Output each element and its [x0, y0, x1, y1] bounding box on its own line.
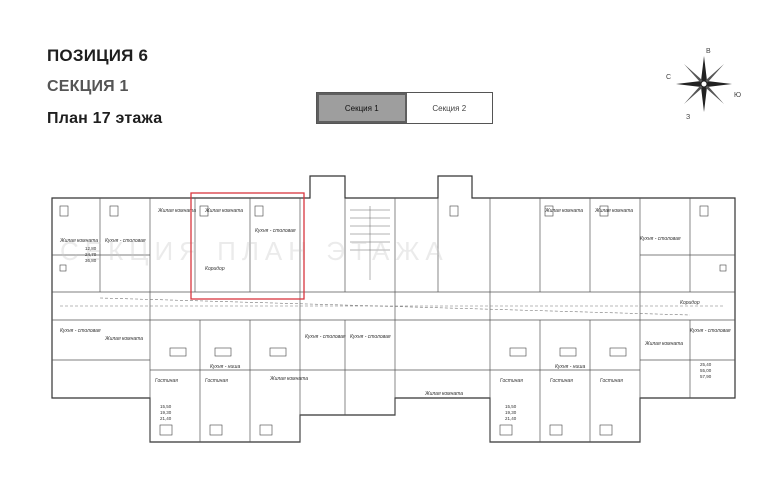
room-label: Кухня - столовая [640, 236, 681, 242]
room-label: Гостиная [500, 378, 523, 384]
room-label: Гостиная [205, 378, 228, 384]
compass-west-label: С [666, 74, 672, 81]
position-title: ПОЗИЦИЯ 6 [47, 46, 149, 65]
room-label: Гостиная [155, 378, 178, 384]
room-label: Кухня - столовая [255, 228, 296, 234]
svg-text:СЕКЦИЯ ПЛАН ЭТАЖА: СЕКЦИЯ ПЛАН ЭТАЖА [60, 236, 449, 266]
room-label: Гостиная [550, 378, 573, 384]
floor-plan-title: План 17 этажа [47, 110, 163, 127]
tab-section-1[interactable]: Секция 1 [317, 93, 407, 123]
room-label: Жилая комната [644, 341, 683, 347]
area-figure: 55,00 [700, 368, 712, 373]
area-figure: 21,40 [505, 416, 517, 421]
area-figure: 15,50 [160, 404, 172, 409]
area-figure: 12,80 [85, 246, 97, 251]
compass-rose-icon: В С Ю З [666, 48, 741, 121]
section-tabs: Секция 1 Секция 2 [316, 92, 493, 124]
selected-apartment-highlight[interactable] [190, 192, 305, 300]
area-figure: 25,40 [700, 362, 712, 367]
room-label: Кухня - столовая [60, 328, 101, 334]
room-label: Коридор [680, 300, 700, 306]
room-label: Жилая комната [157, 208, 196, 214]
room-label: Кухня - столовая [350, 334, 391, 340]
room-label: Коридор [205, 266, 225, 272]
room-label: Кухня - столовая [690, 328, 731, 334]
section-title: СЕКЦИЯ 1 [47, 78, 129, 95]
tab-section-2[interactable]: Секция 2 [432, 103, 467, 113]
area-figure: 57,90 [700, 374, 712, 379]
room-label: Жилая комната [269, 376, 308, 382]
room-label: Кухня - столовая [305, 334, 346, 340]
area-figure: 15,50 [505, 404, 517, 409]
room-label: Жилая комната [204, 208, 243, 214]
floor-plan-drawing: СЕКЦИЯ ПЛАН ЭТАЖА Жилая комната Жилая ко… [51, 175, 736, 443]
area-figure: 19,30 [160, 410, 172, 415]
area-figure: 36,80 [85, 258, 97, 263]
room-label: Гостиная [600, 378, 623, 384]
room-label: Жилая комната [544, 208, 583, 214]
room-label: Кухня - ниша [555, 364, 585, 370]
compass-south-label: З [686, 114, 691, 121]
room-label: Жилая комната [104, 336, 143, 342]
area-figure: 19,30 [505, 410, 517, 415]
room-label: Кухня - столовая [105, 238, 146, 244]
area-figure: 21,40 [160, 416, 172, 421]
room-label: Жилая комната [59, 238, 98, 244]
compass-north-label: В [706, 48, 711, 55]
room-label: Жилая комната [594, 208, 633, 214]
room-label: Жилая комната [424, 391, 463, 397]
area-figure: 24,70 [85, 252, 97, 257]
compass-east-label: Ю [734, 92, 742, 99]
room-label: Кухня - ниша [210, 364, 240, 370]
